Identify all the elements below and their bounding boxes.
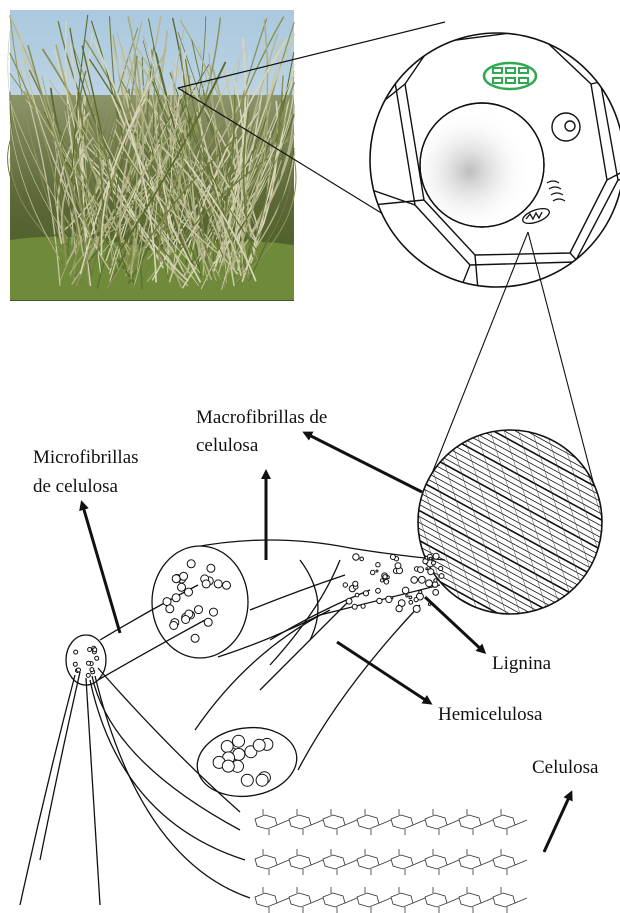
fibril-cross-section-dots [73, 553, 444, 786]
fiber-bundle-drawing [20, 540, 445, 905]
chloroplast-icon [484, 63, 536, 89]
arrow-hemicelulosa [337, 642, 430, 703]
label-microfibrillas-line1: Microfibrillas [33, 447, 139, 468]
label-macrofibrillas-line1: Macrofibrillas de [196, 407, 327, 428]
plant-cell-magnified [370, 10, 620, 290]
arrow-macrofibrillas-left [305, 433, 422, 492]
arrow-celulosa [544, 793, 571, 852]
label-lignina: Lignina [492, 653, 552, 674]
arrow-microfibrillas [82, 503, 120, 633]
grass-photo [8, 10, 296, 301]
label-celulosa: Celulosa [532, 757, 599, 778]
cellulose-chains [255, 809, 527, 913]
label-hemicelulosa: Hemicelulosa [438, 704, 543, 725]
label-microfibrillas-line2: de celulosa [33, 476, 119, 497]
macrofibril-detail [252, 290, 620, 764]
label-macrofibrillas-line2: celulosa [196, 435, 259, 456]
